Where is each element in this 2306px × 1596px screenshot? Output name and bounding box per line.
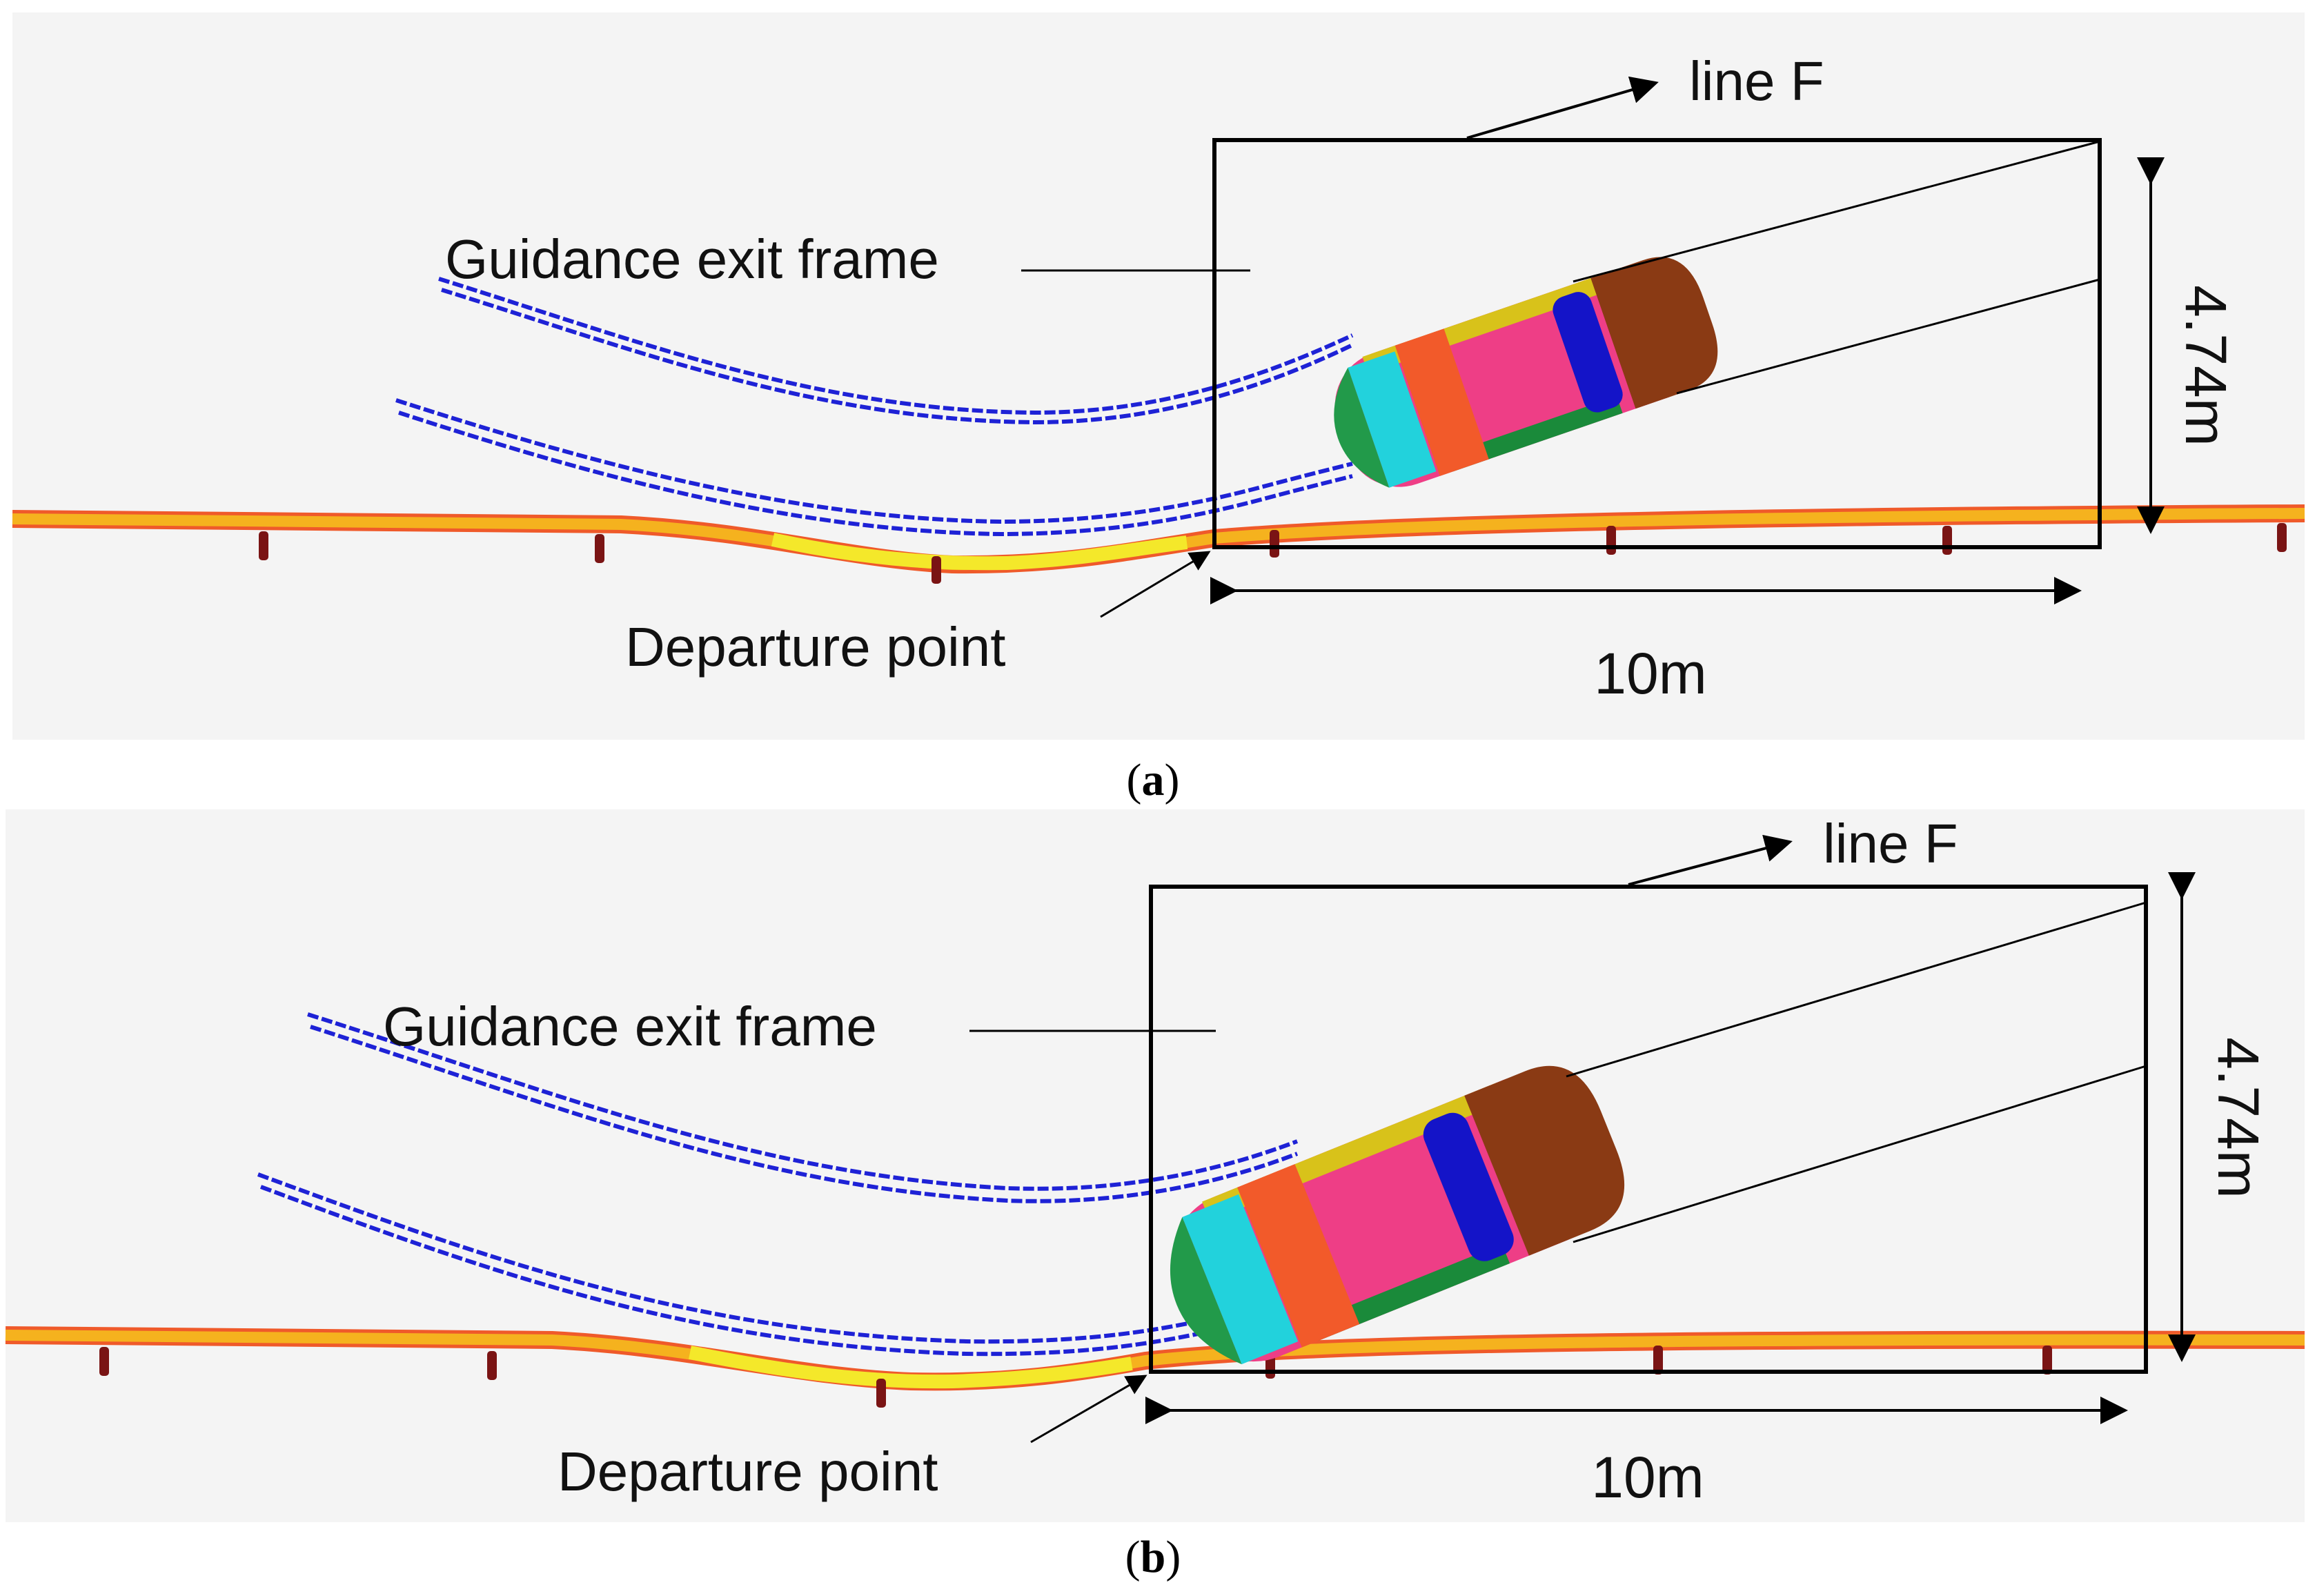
panel-b-post [876,1379,886,1408]
panel-b-post [1653,1346,1663,1375]
panel-b-background [6,809,2305,1522]
panel-b-caption: (b) [1125,1532,1181,1582]
panel-b-exit-frame [1149,885,2148,1374]
panel-b-post [487,1351,497,1380]
panel-a-length-label: 10m [1594,641,1706,706]
panel-a-extension-line [1676,278,2100,395]
panel-b-guidance-exit-frame-label: Guidance exit frame [383,996,877,1057]
panel-b-departure-point-label: Departure point [558,1441,938,1502]
panel-a-width-label: 4.74m [2174,285,2238,446]
panel-b-departure-arrow [1030,1375,1147,1444]
panel-b-line-f-arrow [1628,834,1793,886]
panel-a-post [259,531,268,560]
panel-b-line-f-label: line F [1823,813,1958,874]
panel-a-post [932,556,941,584]
panel-a-exit-frame [1212,138,2102,549]
panel-a-line-f-label: line F [1689,50,1824,112]
panel-a-caption: (a) [1127,755,1180,805]
panel-b-length-label: 10m [1591,1445,1704,1510]
panel-b-post [2042,1346,2052,1375]
panel-a-line-f-arrow [1466,76,1659,139]
panel-b: line F Guidance exit frame Departure poi… [5,809,2305,1522]
panel-a-extension-line [1573,140,2100,283]
panel-b-width-label: 4.74m [2206,1037,2271,1198]
panel-b-extension-line [1573,1065,2147,1243]
panel-b-tire-tracks [257,1012,1299,1357]
panel-a-departure-arrow [1100,551,1211,618]
panel-b-post [99,1347,109,1376]
panel-a-vehicle [1334,257,1718,488]
panel-a: line F Guidance exit frame Departure poi… [12,12,2305,740]
panel-a-post [1942,526,1952,555]
panel-a-post [1270,530,1279,558]
panel-a-post [1606,526,1616,555]
panel-a-background [12,12,2305,740]
panel-a-post [2277,523,2287,552]
panel-b-vehicle [1170,1065,1625,1365]
panel-a-departure-point-label: Departure point [625,616,1005,678]
panel-b-guardrail [5,1326,2305,1408]
panel-a-post [595,534,604,563]
panel-a-guidance-exit-frame-label: Guidance exit frame [445,228,939,290]
panel-a-tire-tracks [395,277,1354,537]
panel-b-extension-line [1566,901,2147,1078]
